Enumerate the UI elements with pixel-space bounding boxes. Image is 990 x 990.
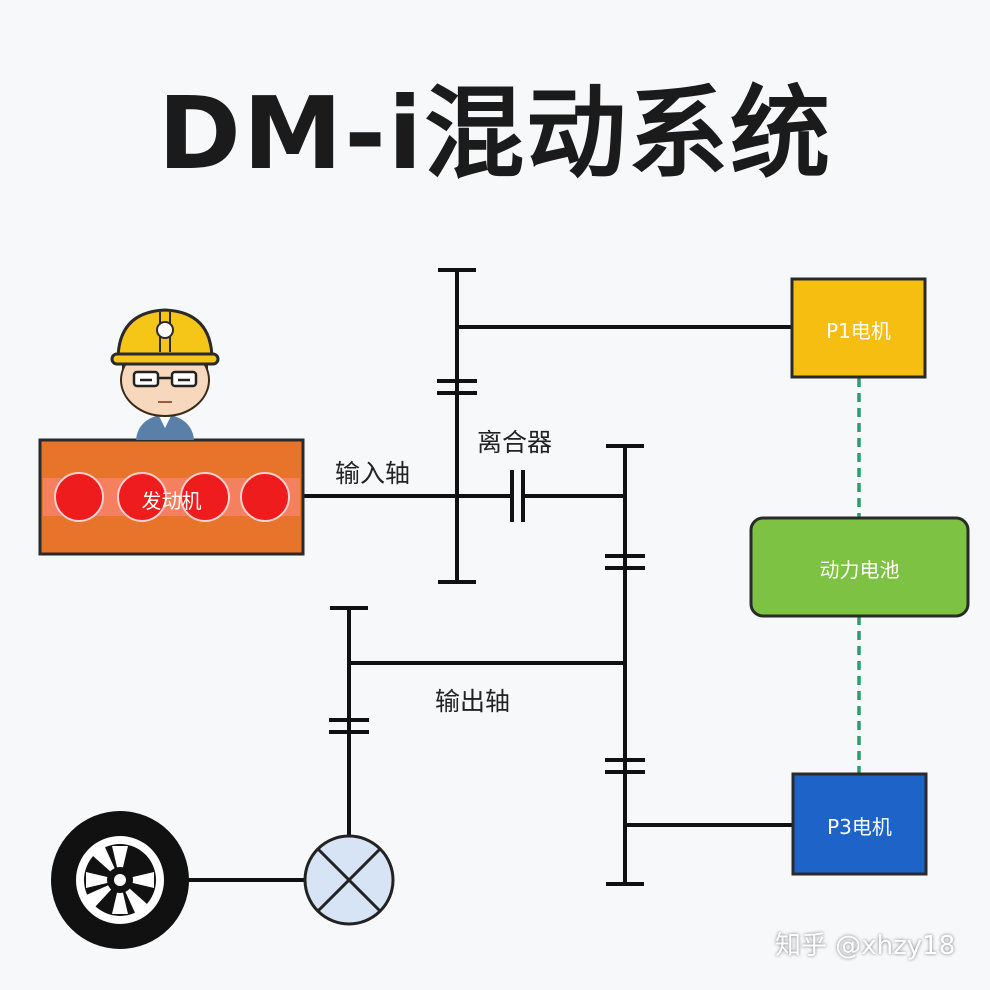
- clutch-label: 离合器: [477, 428, 553, 457]
- p1-motor-box: [790, 277, 927, 379]
- engine-cylinder-2: [117, 472, 167, 522]
- p3-motor-label: P3电机: [827, 815, 892, 839]
- output-shaft-label: 输出轴: [435, 687, 511, 716]
- page-title: DM-i混动系统: [157, 75, 833, 192]
- watermark: 知乎 @xhzy18: [775, 931, 956, 961]
- engine-box: [38, 438, 305, 556]
- engine-cylinder-3: [180, 472, 230, 522]
- wheel-icon: [51, 811, 189, 949]
- input-shaft-label: 输入轴: [335, 459, 411, 488]
- battery-label: 动力电池: [819, 558, 900, 582]
- engine-label: 发动机: [141, 489, 202, 513]
- battery-box: [749, 516, 970, 618]
- differential-icon: [303, 834, 395, 926]
- p1-motor-label: P1电机: [826, 319, 891, 343]
- worker-avatar-icon: [110, 308, 220, 440]
- engine-cylinder-1: [54, 472, 104, 522]
- engine-cylinder-4: [240, 472, 290, 522]
- p3-motor-box: [791, 772, 928, 876]
